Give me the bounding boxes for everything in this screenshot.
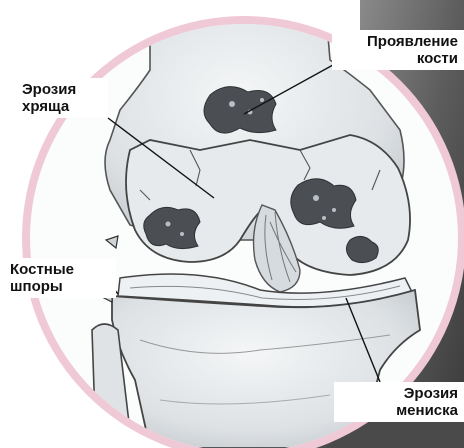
label-bone-spurs: Костные шпоры	[4, 258, 116, 298]
label-meniscus-erosion: Эрозия мениска	[334, 382, 464, 422]
label-bone-manifestation: Проявление кости	[332, 30, 464, 70]
label-cartilage-erosion: Эрозия хряща	[16, 78, 108, 118]
